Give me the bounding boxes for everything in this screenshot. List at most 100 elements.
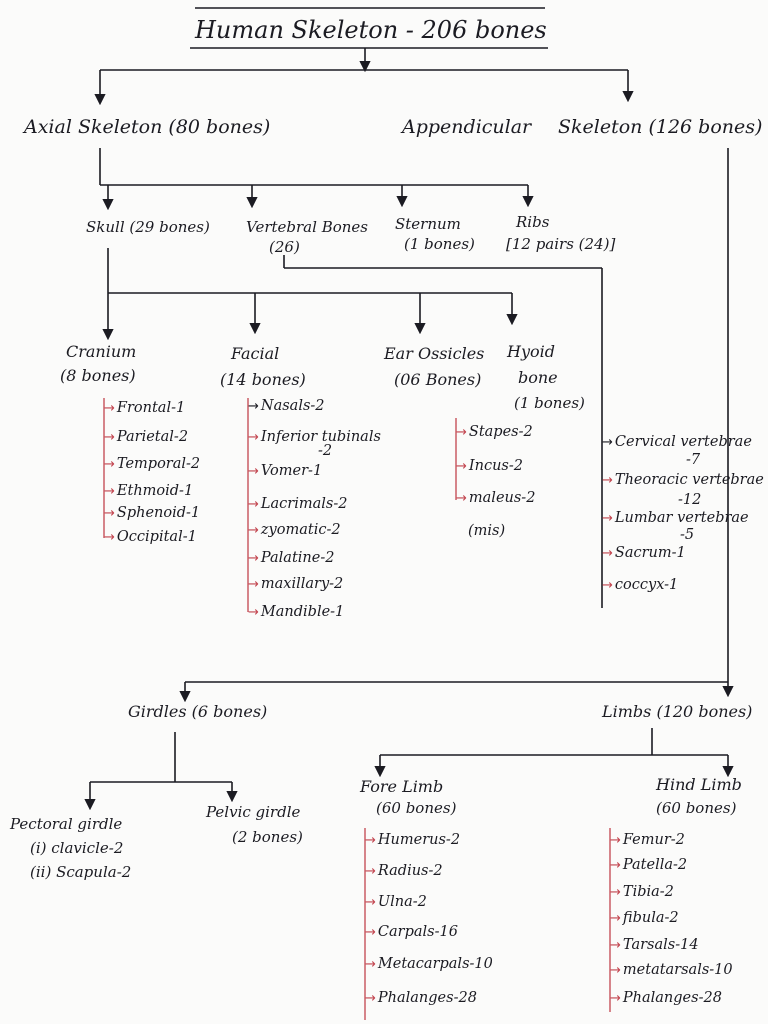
hind-limb-label: Hind Limb [656, 775, 742, 794]
list-item: →Mandible-1 [248, 604, 345, 620]
list-item: (ii) Scapula-2 [30, 863, 132, 881]
hyoid-bone-label: bone [518, 368, 558, 387]
arrow-icon: → [248, 430, 259, 445]
vertebral-count: (26) [269, 238, 300, 256]
sternum-count: (1 bones) [404, 235, 475, 253]
arrow-icon: → [365, 833, 376, 848]
ear-ossicles-count: (06 Bones) [394, 370, 482, 389]
arrow-icon: → [602, 546, 613, 561]
list-item-continuation: -12 [678, 492, 702, 508]
list-item: →Femur-2 [610, 832, 685, 848]
pectoral-girdle-label: Pectoral girdle [10, 815, 123, 833]
arrow-icon: → [248, 464, 259, 479]
arrow-icon: → [610, 885, 621, 900]
vertebral-label: Vertebral Bones [246, 218, 368, 236]
list-item: →fibula-2 [610, 910, 679, 926]
list-item: →metatarsals-10 [610, 962, 733, 978]
arrow-icon: → [456, 425, 467, 440]
list-item: (i) clavicle-2 [30, 839, 124, 857]
list-item-continuation: -5 [680, 527, 695, 543]
ear-ossicles-note: (mis) [468, 523, 506, 539]
limbs-label: Limbs (120 bones) [602, 702, 753, 721]
list-item: →Vomer-1 [248, 463, 323, 479]
list-item: →Temporal-2 [104, 456, 201, 472]
skull-label: Skull (29 bones) [86, 218, 210, 236]
list-item: →Sacrum-1 [602, 545, 686, 561]
arrow-icon: → [248, 497, 259, 512]
list-item: →Theoracic vertebrae [602, 472, 764, 488]
list-item: →Frontal-1 [104, 400, 186, 416]
arrow-icon: → [248, 605, 259, 620]
fore-limb-count: (60 bones) [376, 799, 457, 817]
list-item-continuation: -7 [686, 452, 701, 468]
list-item: →Stapes-2 [456, 424, 533, 440]
list-item: →Parietal-2 [104, 429, 189, 445]
axial-skeleton-label: Axial Skeleton (80 bones) [24, 116, 271, 138]
arrow-icon: → [456, 491, 467, 506]
list-item: →Phalanges-28 [365, 990, 477, 1006]
list-item: →Palatine-2 [248, 550, 335, 566]
arrow-icon: → [365, 991, 376, 1006]
list-item: →Occipital-1 [104, 529, 197, 545]
arrow-icon: → [365, 957, 376, 972]
arrow-icon: → [365, 925, 376, 940]
list-item: →Cervical vertebrae [602, 434, 752, 450]
pelvic-girdle-count: (2 bones) [232, 828, 303, 846]
girdles-label: Girdles (6 bones) [128, 702, 268, 721]
list-item: →Humerus-2 [365, 832, 461, 848]
arrow-icon: → [248, 577, 259, 592]
arrow-icon: → [104, 506, 115, 521]
list-item: →Patella-2 [610, 857, 688, 873]
arrow-icon: → [610, 911, 621, 926]
arrow-icon: → [365, 895, 376, 910]
facial-label: Facial [231, 344, 280, 363]
arrow-icon: → [365, 864, 376, 879]
hind-limb-count: (60 bones) [656, 799, 737, 817]
page-title: Human Skeleton - 206 bones [195, 16, 547, 44]
list-item-continuation: -2 [318, 443, 333, 459]
list-item: →Ulna-2 [365, 894, 427, 910]
pelvic-girdle-label: Pelvic girdle [206, 803, 301, 821]
hyoid-label: Hyoid [507, 342, 555, 361]
list-item: →maleus-2 [456, 490, 536, 506]
list-item: →Lacrimals-2 [248, 496, 348, 512]
arrow-icon: → [104, 430, 115, 445]
arrow-icon: → [602, 435, 613, 450]
cranium-label: Cranium [66, 342, 137, 361]
ear-ossicles-label: Ear Ossicles [384, 344, 485, 363]
appendicular-count-label: Skeleton (126 bones) [558, 116, 763, 138]
list-item: →Tibia-2 [610, 884, 674, 900]
arrow-icon: → [456, 459, 467, 474]
arrow-icon: → [104, 530, 115, 545]
arrow-icon: → [104, 484, 115, 499]
ribs-label: Ribs [516, 213, 550, 231]
list-item: →Metacarpals-10 [365, 956, 493, 972]
appendicular-label: Appendicular [402, 116, 532, 138]
arrow-icon: → [104, 401, 115, 416]
list-item: →maxillary-2 [248, 576, 344, 592]
arrow-icon: → [248, 399, 259, 414]
list-item: →Inferior tubinals [248, 429, 381, 445]
ribs-count: [12 pairs (24)] [506, 235, 616, 253]
arrow-icon: → [610, 858, 621, 873]
list-item: →Sphenoid-1 [104, 505, 201, 521]
list-item: →Lumbar vertebrae [602, 510, 749, 526]
list-item: →coccyx-1 [602, 577, 679, 593]
list-item: →Nasals-2 [248, 398, 325, 414]
cranium-count: (8 bones) [60, 366, 136, 385]
arrow-icon: → [602, 511, 613, 526]
hyoid-count: (1 bones) [514, 394, 585, 412]
arrow-icon: → [104, 457, 115, 472]
list-item: →zyomatic-2 [248, 522, 341, 538]
arrow-icon: → [610, 938, 621, 953]
list-item: →Radius-2 [365, 863, 443, 879]
list-item: →Phalanges-28 [610, 990, 722, 1006]
arrow-icon: → [610, 833, 621, 848]
fore-limb-label: Fore Limb [360, 777, 444, 796]
arrow-icon: → [602, 578, 613, 593]
list-item: →Tarsals-14 [610, 937, 699, 953]
sternum-label: Sternum [395, 215, 461, 233]
arrow-icon: → [248, 523, 259, 538]
list-item: →Ethmoid-1 [104, 483, 194, 499]
